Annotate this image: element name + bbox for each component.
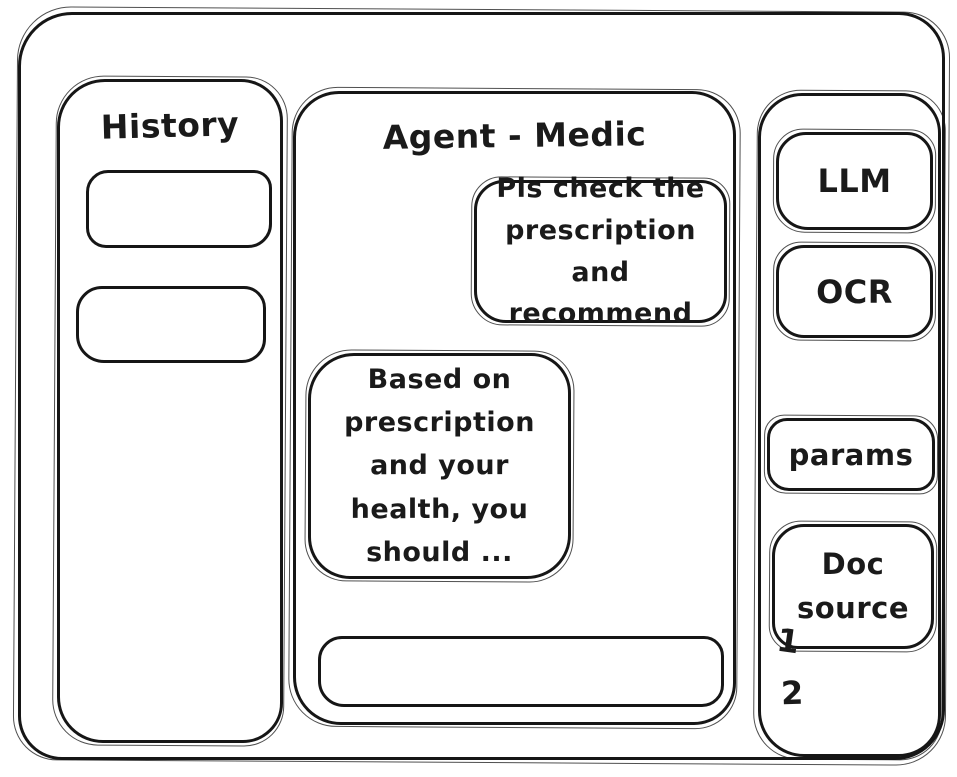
message-input[interactable] <box>318 636 724 707</box>
history-item[interactable] <box>86 170 272 248</box>
assistant-message-bubble: Based on prescription and your health, y… <box>308 353 571 579</box>
doc-source-item-2[interactable]: 2 <box>780 673 804 713</box>
ocr-button[interactable]: OCR <box>776 245 933 338</box>
params-button-label: params <box>788 437 914 472</box>
doc-source-item-1[interactable]: 1 <box>774 620 802 662</box>
history-panel-title: History <box>100 104 240 147</box>
chat-panel: Agent - Medic Pls check the prescription… <box>293 91 736 725</box>
tools-panel: LLM OCR params Doc source 1 2 <box>758 93 941 757</box>
doc-source-button-label: Doc source <box>797 547 909 625</box>
history-panel: History <box>57 79 283 743</box>
llm-button[interactable]: LLM <box>776 132 933 230</box>
chat-title: Agent - Medic <box>382 114 647 157</box>
llm-button-label: LLM <box>817 162 892 200</box>
ocr-button-label: OCR <box>816 272 893 311</box>
params-button[interactable]: params <box>767 418 935 491</box>
app-frame: History Agent - Medic Pls check the pres… <box>18 12 945 760</box>
doc-source-button[interactable]: Doc source <box>772 524 934 649</box>
user-message-bubble: Pls check the prescription and recommend <box>474 173 727 329</box>
history-item[interactable] <box>76 286 266 363</box>
